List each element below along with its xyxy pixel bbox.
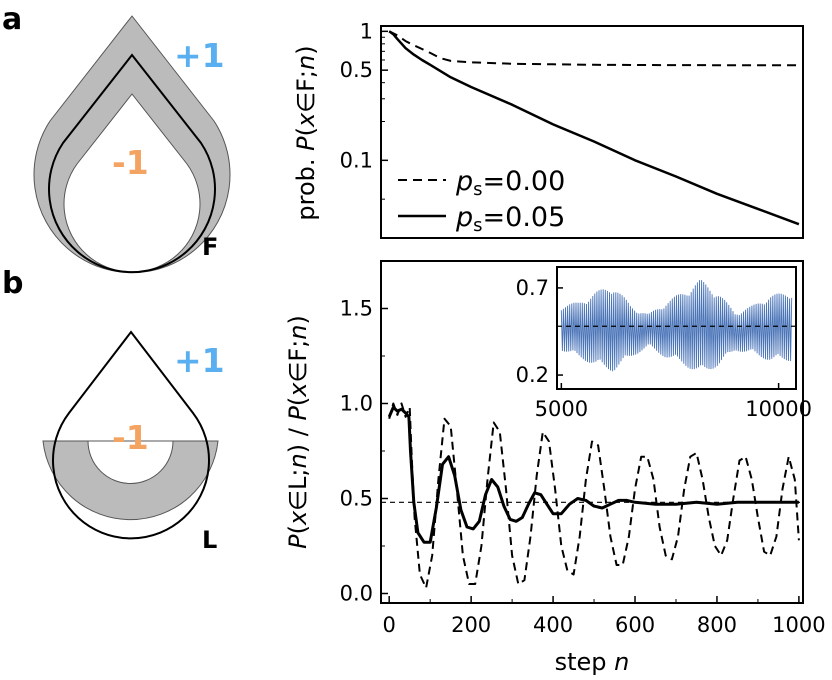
chart-b-ytick-label-2: 1.0	[340, 392, 373, 416]
label-plus-one-b: +1	[174, 341, 225, 380]
chart-b-xtick-label-5: 1000	[772, 613, 825, 637]
chart-b-ytick-label-3: 1.5	[340, 297, 373, 321]
inset-xtick-label-0: 5000	[535, 397, 588, 421]
inset-ytick-label-0: 0.2	[516, 363, 549, 387]
chart-a-series-dashed	[388, 30, 799, 67]
chart-a-frame	[380, 25, 804, 239]
teardrop-outline-b	[52, 330, 210, 540]
teardrop-midline	[48, 53, 216, 274]
panel-letter-b: b	[2, 266, 23, 301]
chart-a-ytick-label-1: 0.5	[340, 58, 373, 82]
chart-a: prob. P(x∈F;n) 1 0.5 0.1 ps=0.00 ps=0.05	[292, 19, 804, 239]
chart-b-xtick-label-3: 600	[615, 613, 655, 637]
label-minus-one-b: -1	[112, 418, 149, 457]
label-minus-one-a: -1	[112, 143, 149, 182]
teardrop-f-schematic: +1 -1 F	[33, 15, 231, 274]
label-region-f: F	[202, 233, 218, 261]
chart-b-xtick-label-2: 400	[533, 613, 573, 637]
label-region-l: L	[202, 526, 217, 554]
legend-entry-ps-000: ps=0.00	[455, 166, 565, 200]
chart-b-xtick-label-4: 800	[697, 613, 737, 637]
chart-b-xtick-label-0: 0	[383, 613, 396, 637]
chart-b-x-axis-label: step n	[555, 648, 630, 676]
teardrop-l-schematic: +1 -1 L	[42, 330, 225, 554]
chart-a-y-axis-label: prob. P(x∈F;n)	[292, 45, 320, 220]
inset-xtick-label-1: 10000	[745, 397, 812, 421]
label-plus-one-a: +1	[174, 36, 225, 75]
chart-b: P(x∈L;n) / P(x∈F;n) step n 0.0 0.5 1.0 1.5 0…	[284, 260, 826, 676]
lower-band-hole	[87, 440, 174, 484]
panel-letter-a: a	[2, 2, 22, 37]
legend-entry-ps-005: ps=0.05	[455, 202, 565, 236]
chart-b-ytick-label-0: 0.0	[340, 582, 373, 606]
chart-b-y-axis-label: P(x∈L;n) / P(x∈F;n)	[284, 315, 312, 549]
chart-b-frame	[380, 260, 804, 604]
inset-series	[560, 280, 793, 372]
chart-a-legend: ps=0.00 ps=0.05	[398, 166, 565, 236]
chart-b-series-dashed	[388, 402, 800, 589]
chart-b-inset: 0.2 0.7 5000 10000	[516, 266, 812, 421]
inset-ytick-label-1: 0.7	[516, 276, 549, 300]
chart-b-xtick-label-1: 200	[451, 613, 491, 637]
chart-b-ytick-label-1: 0.5	[340, 487, 373, 511]
chart-a-ytick-label-0: 1	[360, 19, 373, 43]
chart-a-series-solid	[388, 30, 800, 226]
chart-b-series-solid	[387, 405, 799, 544]
chart-a-ytick-label-2: 0.1	[340, 148, 373, 172]
